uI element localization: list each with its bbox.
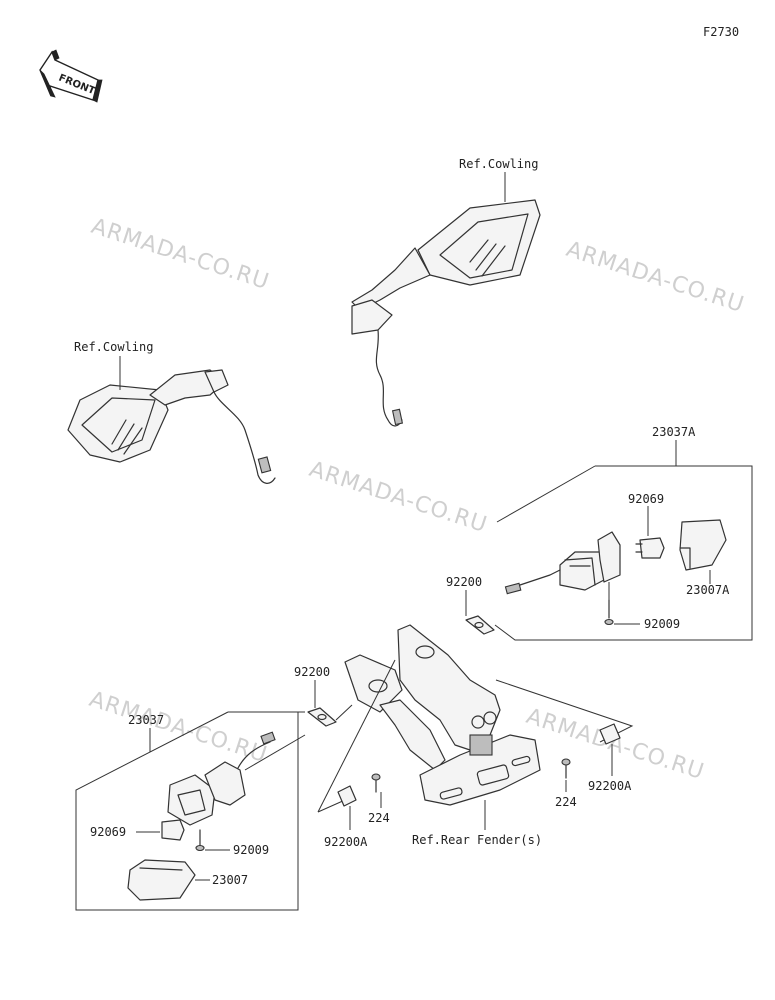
part-label-224-right: 224 bbox=[555, 795, 577, 809]
part-label-23007: 23007 bbox=[212, 873, 248, 887]
clip-group-right: 92200A 224 bbox=[495, 679, 634, 809]
part-label-92200-left: 92200 bbox=[294, 665, 330, 679]
part-label-23037A: 23037A bbox=[652, 425, 696, 439]
grommet-92200-right: 92200 bbox=[446, 575, 495, 635]
ref-rear-fender-label: Ref.Rear Fender(s) bbox=[412, 833, 542, 847]
rear-fender-bracket: Ref.Rear Fender(s) bbox=[344, 624, 542, 847]
watermark-5: ARMADA-CO.RU bbox=[523, 704, 707, 785]
grommet-92200-left: 92200 bbox=[294, 665, 353, 727]
turn-signal-assembly-23037: 23037 92069 92009 23007 bbox=[75, 711, 306, 911]
part-label-92200A-right: 92200A bbox=[588, 779, 632, 793]
part-label-92009-left: 92009 bbox=[233, 843, 269, 857]
part-label-23007A: 23007A bbox=[686, 583, 730, 597]
front-arrow-icon: FRONT bbox=[39, 49, 103, 103]
watermark-2: ARMADA-CO.RU bbox=[563, 237, 747, 318]
part-label-92009-right: 92009 bbox=[644, 617, 680, 631]
clip-group-left: 92200A 224 bbox=[317, 659, 396, 849]
watermark-3: ARMADA-CO.RU bbox=[306, 457, 490, 538]
diagram-code: F2730 bbox=[703, 25, 739, 39]
left-mirror bbox=[67, 369, 276, 484]
part-label-23037: 23037 bbox=[128, 713, 164, 727]
part-label-92200-right: 92200 bbox=[446, 575, 482, 589]
part-label-92200A-left: 92200A bbox=[324, 835, 368, 849]
ref-cowling-left-label: Ref.Cowling bbox=[74, 340, 153, 354]
part-label-224-left: 224 bbox=[368, 811, 390, 825]
part-label-92069-left: 92069 bbox=[90, 825, 126, 839]
turn-signal-assembly-23037A: 23037A 92069 23007A 92009 bbox=[494, 425, 753, 641]
ref-cowling-top-label: Ref.Cowling bbox=[459, 157, 538, 171]
right-mirror bbox=[351, 199, 541, 427]
watermark-4: ARMADA-CO.RU bbox=[86, 687, 270, 768]
watermark-1: ARMADA-CO.RU bbox=[88, 214, 272, 295]
part-label-92069-right: 92069 bbox=[628, 492, 664, 506]
